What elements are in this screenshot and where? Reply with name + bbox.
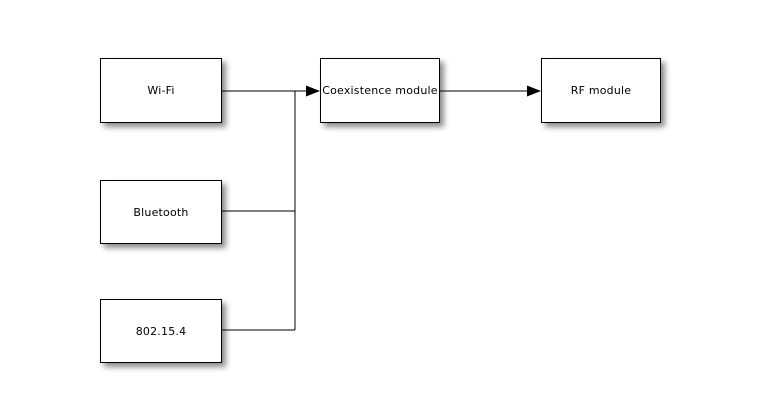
node-coexistence-module-label: Coexistence module [322, 84, 438, 97]
node-802-15-4-label: 802.15.4 [135, 324, 187, 338]
arrowhead-into-coexistence [306, 85, 320, 97]
arrowhead-into-rf [527, 85, 541, 97]
node-coexistence-module[interactable]: Coexistence module [320, 58, 440, 123]
node-rf-module[interactable]: RF module [541, 58, 661, 123]
node-wifi[interactable]: Wi-Fi [100, 58, 222, 123]
node-bluetooth[interactable]: Bluetooth [100, 180, 222, 244]
node-rf-module-label: RF module [570, 84, 632, 97]
node-bluetooth-label: Bluetooth [133, 205, 189, 219]
node-wifi-label: Wi-Fi [147, 84, 175, 97]
node-802-15-4[interactable]: 802.15.4 [100, 299, 222, 363]
